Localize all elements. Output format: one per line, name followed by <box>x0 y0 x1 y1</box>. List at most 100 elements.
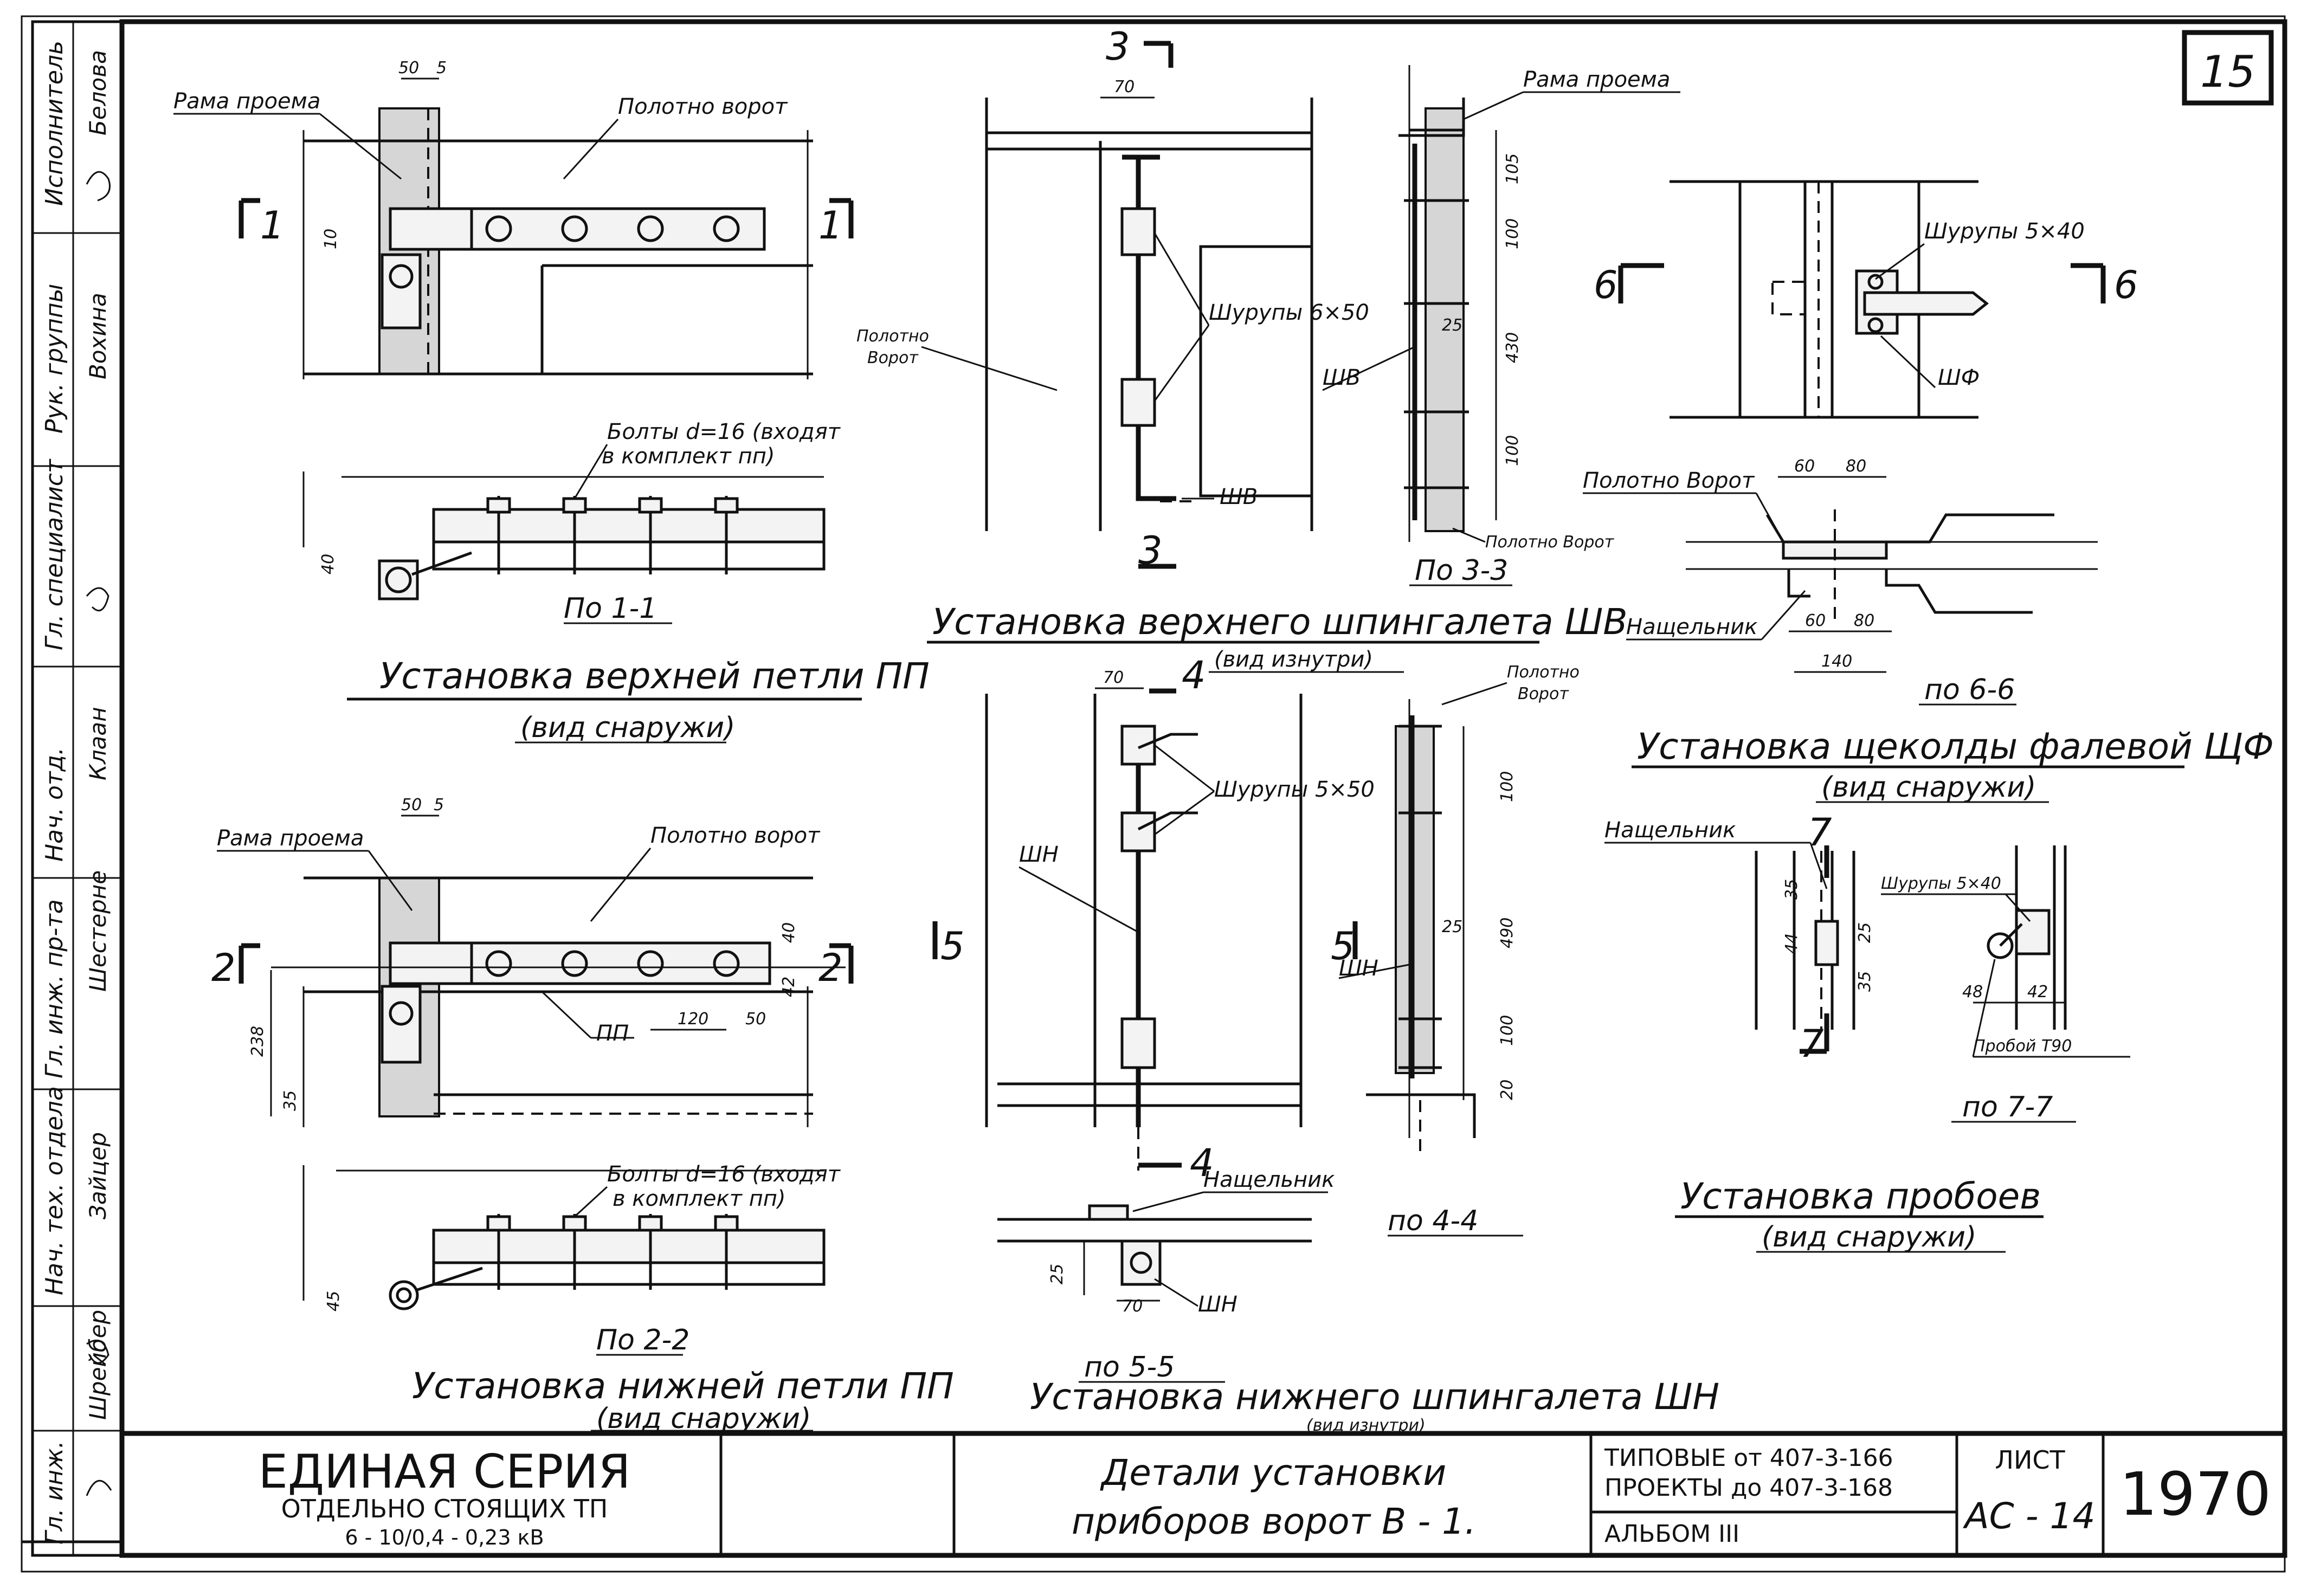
dim-7-35b: 35 <box>1855 971 1874 992</box>
dim-5: 5 <box>436 59 447 77</box>
caption-lower-hinge: Установка нижней петли ПП <box>412 1365 954 1407</box>
section-6-6: по 6-6 <box>1924 674 2015 706</box>
stamp-column: Исполнитель Рук. группы Гл. специалист Н… <box>31 20 124 1557</box>
dim-7-44: 44 <box>1782 933 1801 954</box>
dim-4-25: 25 <box>1442 917 1462 936</box>
stamp-role-7: Гл. инж. <box>41 1440 68 1545</box>
subcaption-upper-bolt: (вид изнутри) <box>1214 647 1373 672</box>
label-bolts-2a: Болты d=16 (входят <box>607 1162 841 1187</box>
stamp-role-3: Гл. специалист <box>41 458 68 650</box>
label-5-striker: Нащельник <box>1203 1167 1335 1192</box>
label-frame-1: Рама проема <box>173 89 320 114</box>
label-3-shv2: ШВ <box>1323 365 1361 390</box>
dim-2-50b: 50 <box>745 1010 766 1029</box>
dim-2-35: 35 <box>281 1090 300 1111</box>
view-lower-bolt: 4 4 5 5 70 Шурупы 5×50 ШН 100 490 100 20 <box>932 653 1719 1435</box>
label-leaf-2: Полотно ворот <box>650 823 821 848</box>
stamp-role-5: Гл. инж. пр-та <box>41 899 68 1078</box>
dim-6-80b: 80 <box>1854 611 1874 630</box>
cut-4-top: 4 <box>1182 653 1206 697</box>
cut-4-bottom: 4 <box>1190 1141 1214 1185</box>
cut-7-top: 7 <box>1808 810 1832 855</box>
cut-6-left: 6 <box>1594 263 1618 307</box>
sheet-number-box: 15 <box>2182 30 2274 106</box>
stamp-name-5: Зайцер <box>85 1132 111 1219</box>
dim-6-60b: 60 <box>1805 611 1826 630</box>
label-bolts-1b: в комплект пп) <box>602 444 775 469</box>
dim-50: 50 <box>398 59 419 77</box>
dim-3-100b: 100 <box>1503 435 1522 466</box>
dim-6-140: 140 <box>1821 652 1852 671</box>
view-latch: 6 6 Шурупы 5×40 ШФ 60 80 60 80 140 Полот… <box>1583 180 2274 804</box>
title-block: ЕДИНАЯ СЕРИЯ ОТДЕЛЬНО СТОЯЩИХ ТП 6 - 10/… <box>122 1431 2285 1555</box>
label-3-leaf-bottom: Полотно Ворот <box>1485 533 1615 552</box>
drawing-title-line-1: Детали установки <box>1100 1452 1447 1494</box>
stamp-role-1: Исполнитель <box>41 41 68 206</box>
cut-5-left: 5 <box>940 924 965 968</box>
label-5-shn: ШН <box>1198 1292 1237 1317</box>
dim-2-45: 45 <box>324 1291 343 1311</box>
label-4-leaf-b: Ворот <box>1518 684 1569 703</box>
stamp-name-6: Шрейбер <box>85 1310 111 1420</box>
stamp-role-4: Нач. отд. <box>41 747 68 862</box>
caption-upper-hinge: Установка верхней петли ПП <box>379 655 930 697</box>
caption-staples: Установка пробоев <box>1680 1175 2041 1217</box>
dim-2-50: 50 <box>401 796 422 815</box>
label-6-screws: Шурупы 5×40 <box>1924 219 2085 244</box>
list-label: ЛИСТ <box>1995 1445 2065 1475</box>
caption-latch: Установка щеколды фалевой ЩФ <box>1637 726 2274 767</box>
dim-7-48: 48 <box>1962 983 1983 1001</box>
view-lower-hinge: 2 2 50 5 40 42 120 50 238 35 Рама проема… <box>211 796 954 1435</box>
dim-7-35a: 35 <box>1782 879 1801 900</box>
label-3-leaf-b: Ворот <box>867 348 919 367</box>
series-voltage: 6 - 10/0,4 - 0,23 кВ <box>345 1526 544 1549</box>
dim-4-70: 70 <box>1103 668 1124 687</box>
cut-1-left: 1 <box>260 203 285 248</box>
section-4-4: по 4-4 <box>1388 1205 1478 1237</box>
label-bolts-1a: Болты d=16 (входят <box>607 419 841 444</box>
series-subtitle: ОТДЕЛЬНО СТОЯЩИХ ТП <box>281 1494 608 1523</box>
dim-2-42: 42 <box>779 977 798 997</box>
view-upper-bolt: 3 3 70 Полотно Ворот Шурупы 6×50 ШВ 105 … <box>856 24 1680 673</box>
dim-40: 40 <box>319 554 338 574</box>
subcaption-latch: (вид снаружи) <box>1821 771 2036 804</box>
year: 1970 <box>2119 1459 2271 1529</box>
label-pp: ПП <box>596 1021 629 1046</box>
label-3-leaf-a: Полотно <box>856 327 929 346</box>
caption-upper-bolt: Установка верхнего шпингалета ШВ <box>932 601 1628 643</box>
stamp-name-1: Белова <box>85 50 111 135</box>
label-leaf-1: Полотно ворот <box>618 94 788 119</box>
series-title: ЕДИНАЯ СЕРИЯ <box>259 1445 631 1499</box>
subcaption-lower-bolt: (вид изнутри) <box>1306 1416 1426 1435</box>
stamp-name-2: Вохина <box>85 293 111 379</box>
label-7-staple: Пробой Т90 <box>1973 1037 2072 1056</box>
section-5-5: по 5-5 <box>1084 1351 1175 1384</box>
sheet-number: 15 <box>2200 47 2255 97</box>
projects-line-1: ТИПОВЫЕ от 407-3-166 <box>1604 1444 1893 1472</box>
label-bolts-2b: в комплект пп) <box>613 1186 786 1211</box>
stamp-name-3: Клаан <box>85 707 111 780</box>
dim-4-20: 20 <box>1498 1080 1517 1100</box>
cut-1-right: 1 <box>818 203 843 248</box>
label-7-screws: Шурупы 5×40 <box>1881 874 2001 893</box>
dim-3-25: 25 <box>1442 316 1462 335</box>
dim-5-70: 70 <box>1122 1297 1143 1316</box>
dim-6-60a: 60 <box>1794 457 1815 476</box>
stamp-role-6: Нач. тех. отдела <box>41 1086 68 1295</box>
caption-lower-bolt: Установка нижнего шпингалета ШН <box>1030 1376 1719 1418</box>
dim-5-25: 25 <box>1048 1264 1067 1284</box>
label-7-striker: Нащельник <box>1604 818 1736 843</box>
dim-3-430: 430 <box>1503 332 1522 363</box>
label-3-shv: ШВ <box>1220 484 1258 509</box>
dim-4-100b: 100 <box>1498 1015 1517 1046</box>
label-3-frame: Рама проема <box>1523 67 1670 92</box>
projects-line-2: ПРОЕКТЫ до 407-3-168 <box>1604 1474 1893 1502</box>
label-frame-2: Рама проема <box>217 826 364 851</box>
cut-5-right: 5 <box>1331 924 1355 968</box>
stamp-role-2: Рук. группы <box>41 284 68 434</box>
dim-10: 10 <box>321 229 340 249</box>
dim-7-42: 42 <box>2027 983 2048 1001</box>
cut-6-right: 6 <box>2114 263 2138 307</box>
dim-2-40: 40 <box>779 922 798 943</box>
view-upper-hinge: 1 1 50 5 10 Рама проема Полотно ворот <box>173 59 930 744</box>
